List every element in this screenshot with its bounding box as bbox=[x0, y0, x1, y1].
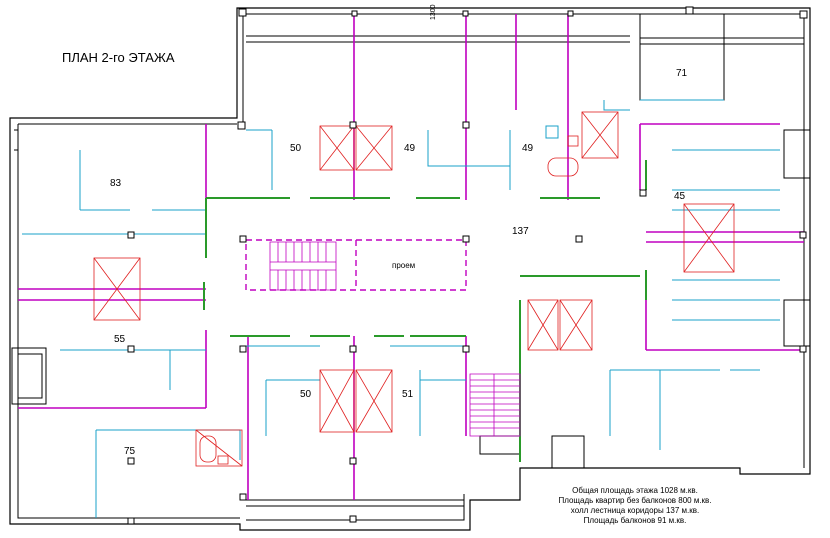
room-label-50-bottom: 50 bbox=[300, 389, 312, 400]
sanitary-fixtures bbox=[199, 125, 579, 465]
dimension-label: 1300 bbox=[430, 4, 437, 20]
stairs bbox=[269, 241, 521, 437]
stat-balconies-area: Площадь балконов 91 м.кв. bbox=[583, 516, 687, 525]
partitions bbox=[18, 14, 804, 500]
opening-label: проем bbox=[392, 261, 416, 270]
area-stats: Общая площадь этажа 1028 м.кв. Площадь к… bbox=[520, 486, 750, 526]
room-label-83: 83 bbox=[110, 178, 122, 189]
room-label-49-b: 49 bbox=[522, 143, 534, 154]
columns bbox=[127, 6, 808, 525]
stat-total-area: Общая площадь этажа 1028 м.кв. bbox=[572, 486, 698, 495]
room-label-45: 45 bbox=[674, 191, 686, 202]
stat-common-area: холл лестница коридоры 137 м.кв. bbox=[570, 506, 700, 515]
room-label-137: 137 bbox=[512, 226, 529, 237]
stat-apartments-area: Площадь квартир без балконов 800 м.кв. bbox=[558, 496, 712, 505]
room-label-55: 55 bbox=[114, 334, 126, 345]
room-label-49-a: 49 bbox=[404, 143, 416, 154]
room-label-51: 51 bbox=[402, 389, 414, 400]
shafts bbox=[93, 111, 735, 467]
plan-title: ПЛАН 2-го ЭТАЖА bbox=[62, 50, 175, 65]
room-label-50-top: 50 bbox=[290, 143, 302, 154]
room-label-75: 75 bbox=[124, 446, 136, 457]
room-label-71: 71 bbox=[676, 68, 688, 79]
opening-outline bbox=[245, 239, 467, 291]
